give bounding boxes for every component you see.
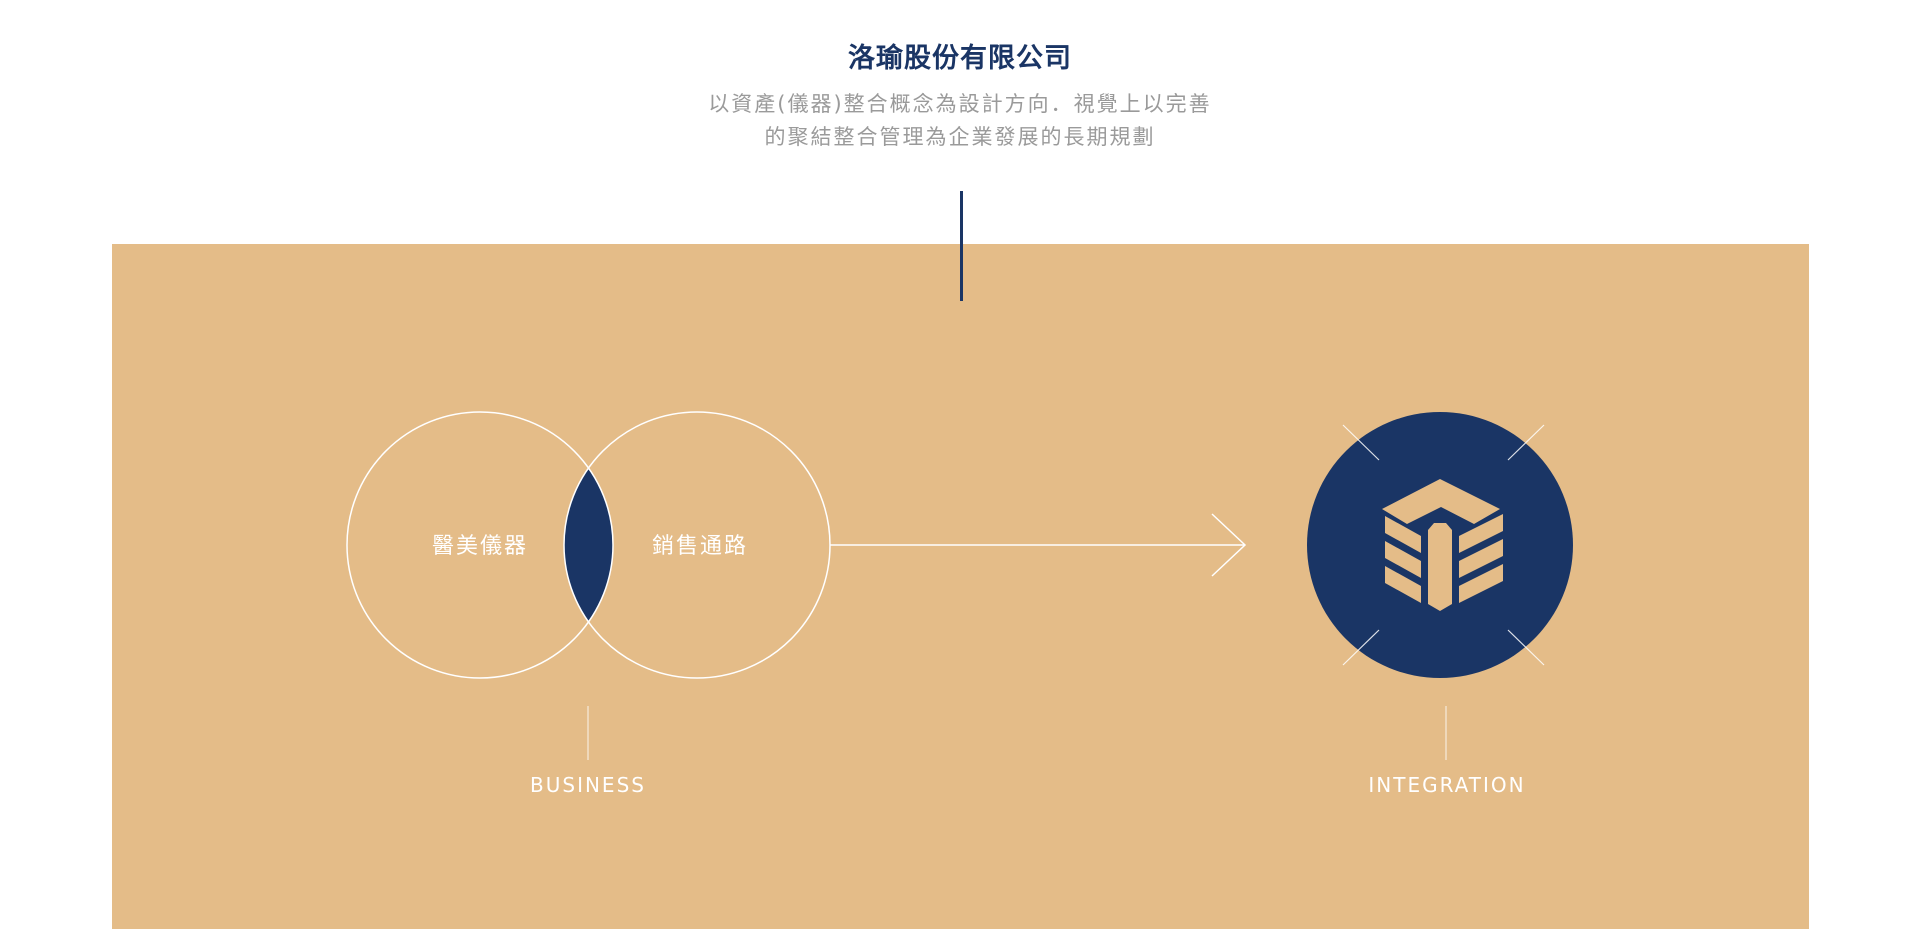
circle-left-label: 醫美儀器 (432, 534, 528, 559)
company-title: 洛瑜股份有限公司 (848, 43, 1072, 74)
cube-logo-icon (1382, 479, 1503, 611)
connector-line (960, 191, 963, 301)
circle-aesthetic-instruments (346, 411, 614, 679)
tagline-line-2: 的聚結整合管理為企業發展的長期規劃 (764, 125, 1156, 149)
business-label: BUSINESS (530, 773, 646, 797)
circle-right-label: 銷售通路 (652, 534, 748, 559)
tagline: 以資產(儀器)整合概念為設計方向．視覺上以完善 的聚結整合管理為企業發展的長期規… (0, 88, 1920, 154)
tagline-line-1: 以資產(儀器)整合概念為設計方向．視覺上以完善 (708, 92, 1212, 116)
arrow-right-icon (830, 513, 1247, 577)
integration-label: INTEGRATION (1368, 773, 1525, 797)
corner-ticks (1342, 424, 1545, 666)
